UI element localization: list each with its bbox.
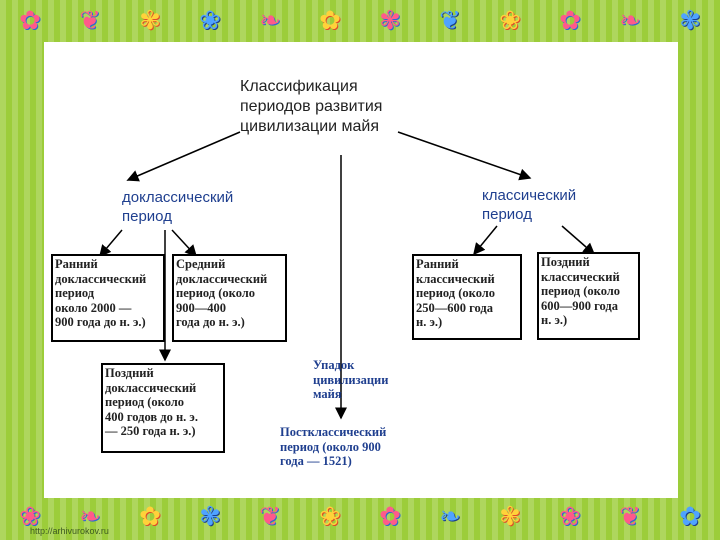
late-preclassic-box: Поздний доклассический период (около 400… xyxy=(101,363,225,453)
source-url: http://arhivurokov.ru xyxy=(30,526,109,536)
late-classic-box: Поздний классический период (около 600—9… xyxy=(537,252,640,340)
arrow-to-middle-preclassic xyxy=(172,230,196,256)
diagram-title: Классификация периодов развития цивилиза… xyxy=(240,77,440,137)
arrow-to-early-classic xyxy=(474,226,497,254)
arrow-to-early-preclassic xyxy=(100,230,122,256)
middle-preclassic-box: Средний доклассический период (около 900… xyxy=(172,254,287,342)
maya-decline-label: Упадок цивилизации майя xyxy=(313,358,388,402)
arrow-to-late-classic xyxy=(562,226,594,254)
postclassic-period-label: Постклассический период (около 900 года … xyxy=(280,425,386,469)
arrow-to-classic xyxy=(398,132,530,178)
early-classic-box: Ранний классический период (около 250—60… xyxy=(412,254,522,340)
preclassic-period-label: доклассический период xyxy=(122,188,233,226)
early-preclassic-box: Ранний доклассический период около 2000 … xyxy=(51,254,165,342)
arrow-to-preclassic xyxy=(128,132,240,180)
classic-period-label: классический период xyxy=(482,186,576,224)
